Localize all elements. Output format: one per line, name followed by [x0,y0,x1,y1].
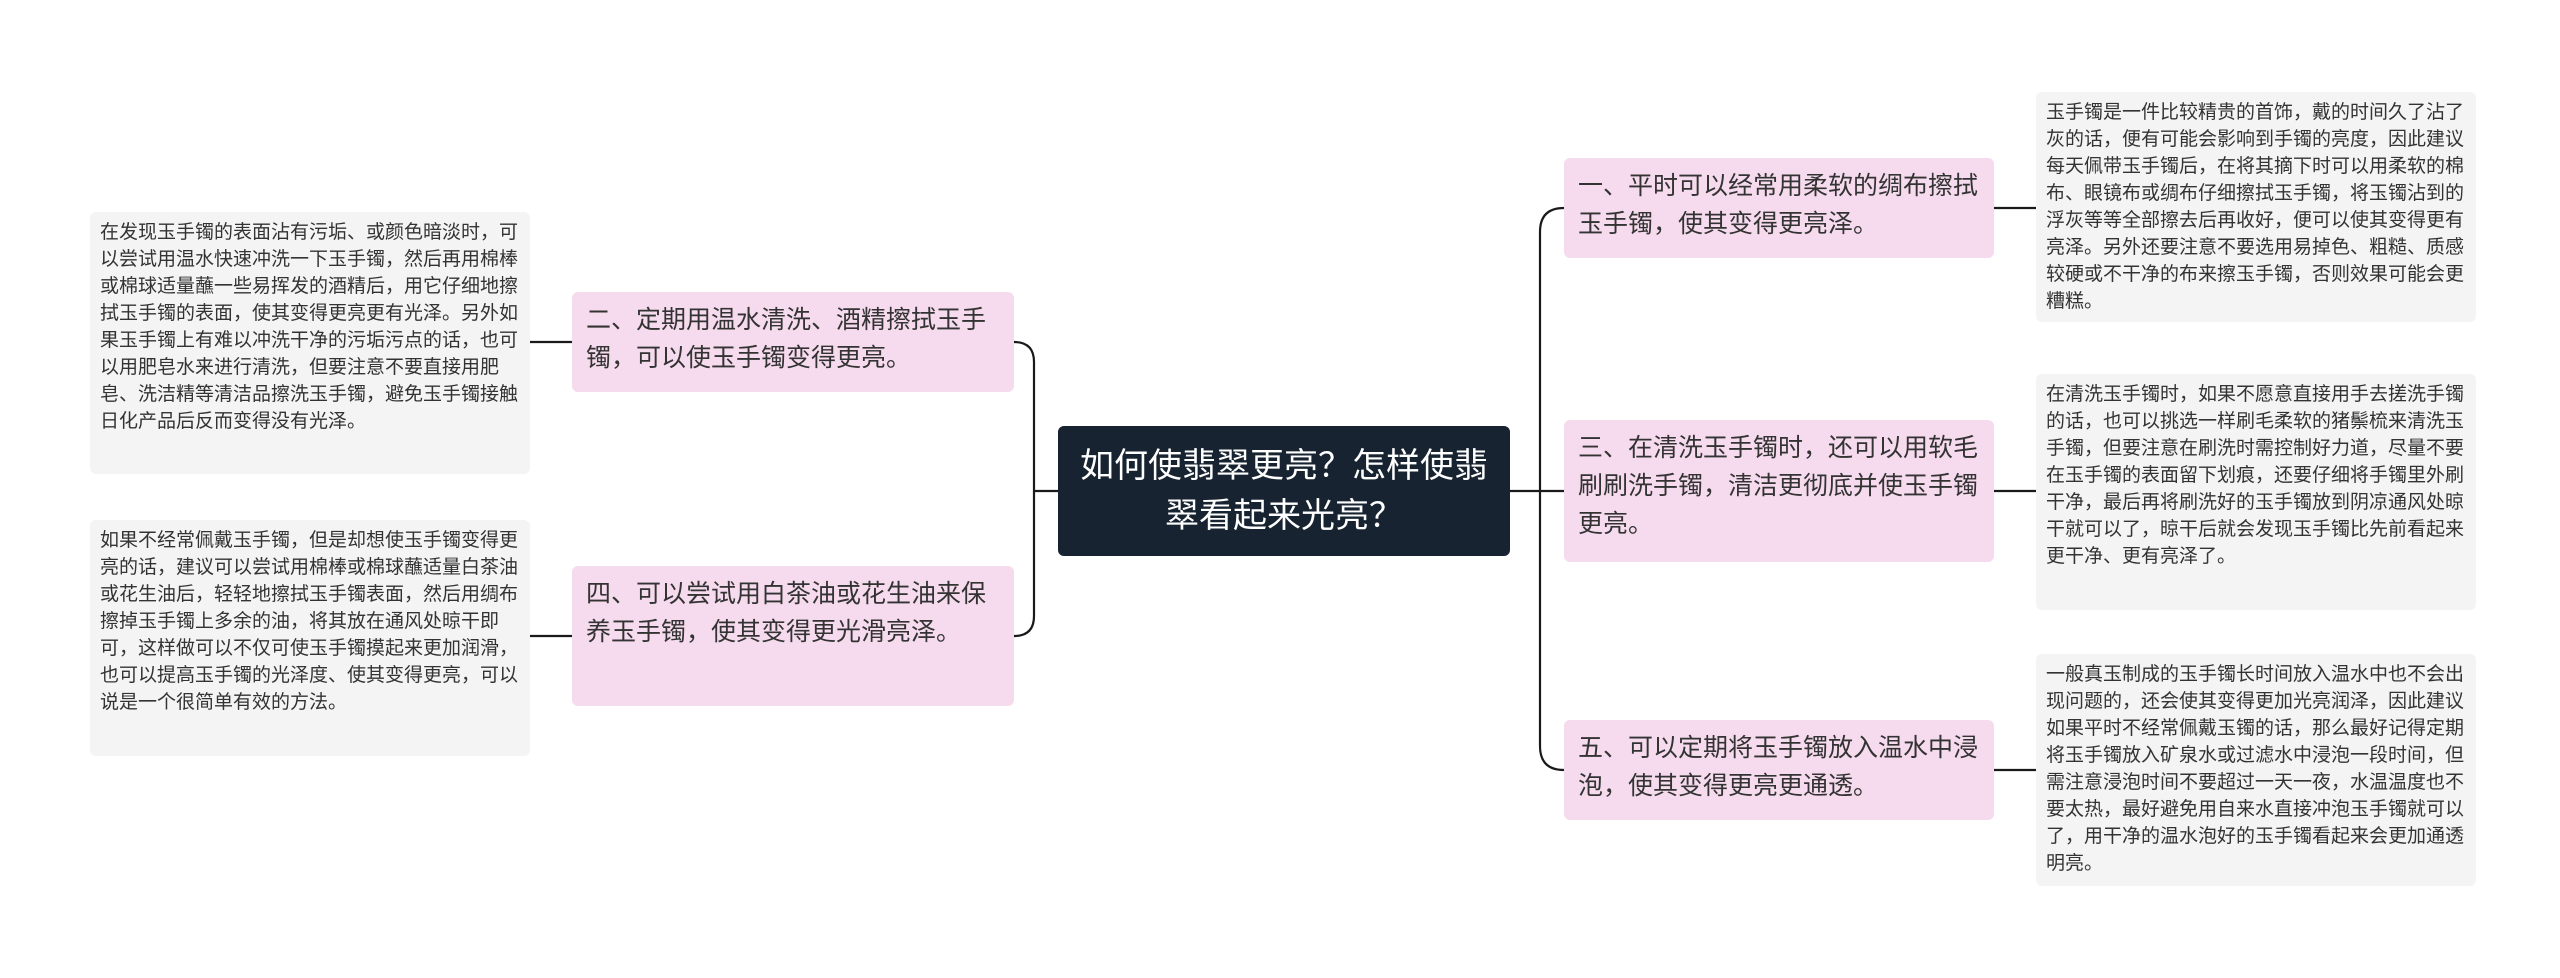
detail-5[interactable]: 一般真玉制成的玉手镯长时间放入温水中也不会出现问题的，还会使其变得更加光亮润泽，… [2036,654,2476,886]
connector-left-spine [1012,340,1036,638]
branch-2[interactable]: 二、定期用温水清洗、酒精擦拭玉手镯，可以使玉手镯变得更亮。 [572,292,1014,392]
branch-4[interactable]: 四、可以尝试用白茶油或花生油来保养玉手镯，使其变得更光滑亮泽。 [572,566,1014,706]
detail-3-text: 在清洗玉手镯时，如果不愿意直接用手去搓洗手镯的话，也可以挑选一样刷毛柔软的猪鬃梳… [2046,383,2465,567]
branch-5[interactable]: 五、可以定期将玉手镯放入温水中浸泡，使其变得更亮更通透。 [1564,720,1994,820]
branch-3[interactable]: 三、在清洗玉手镯时，还可以用软毛刷刷洗手镯，清洁更彻底并使玉手镯更亮。 [1564,420,1994,562]
detail-2-text: 在发现玉手镯的表面沾有污垢、或颜色暗淡时，可以尝试用温水快速冲洗一下玉手镯，然后… [100,221,519,432]
root-topic[interactable]: 如何使翡翠更亮？怎样使翡翠看起来光亮？ [1058,426,1510,556]
root-topic-text: 如何使翡翠更亮？怎样使翡翠看起来光亮？ [1080,446,1488,536]
detail-4-text: 如果不经常佩戴玉手镯，但是却想使玉手镯变得更亮的话，建议可以尝试用棉棒或棉球蘸适… [100,529,519,713]
detail-3[interactable]: 在清洗玉手镯时，如果不愿意直接用手去搓洗手镯的话，也可以挑选一样刷毛柔软的猪鬃梳… [2036,374,2476,610]
detail-2[interactable]: 在发现玉手镯的表面沾有污垢、或颜色暗淡时，可以尝试用温水快速冲洗一下玉手镯，然后… [90,212,530,474]
branch-1[interactable]: 一、平时可以经常用柔软的绸布擦拭玉手镯，使其变得更亮泽。 [1564,158,1994,258]
branch-2-text: 二、定期用温水清洗、酒精擦拭玉手镯，可以使玉手镯变得更亮。 [586,305,987,372]
detail-1[interactable]: 玉手镯是一件比较精贵的首饰，戴的时间久了沾了灰的话，便有可能会影响到手镯的亮度，… [2036,92,2476,322]
detail-5-text: 一般真玉制成的玉手镯长时间放入温水中也不会出现问题的，还会使其变得更加光亮润泽，… [2046,663,2465,874]
branch-1-text: 一、平时可以经常用柔软的绸布擦拭玉手镯，使其变得更亮泽。 [1578,171,1979,238]
detail-4[interactable]: 如果不经常佩戴玉手镯，但是却想使玉手镯变得更亮的话，建议可以尝试用棉棒或棉球蘸适… [90,520,530,756]
branch-3-text: 三、在清洗玉手镯时，还可以用软毛刷刷洗手镯，清洁更彻底并使玉手镯更亮。 [1578,433,1979,538]
connector-right-spine [1538,206,1566,772]
detail-1-text: 玉手镯是一件比较精贵的首饰，戴的时间久了沾了灰的话，便有可能会影响到手镯的亮度，… [2046,101,2465,312]
branch-4-text: 四、可以尝试用白茶油或花生油来保养玉手镯，使其变得更光滑亮泽。 [586,579,987,646]
branch-5-text: 五、可以定期将玉手镯放入温水中浸泡，使其变得更亮更通透。 [1578,733,1979,800]
